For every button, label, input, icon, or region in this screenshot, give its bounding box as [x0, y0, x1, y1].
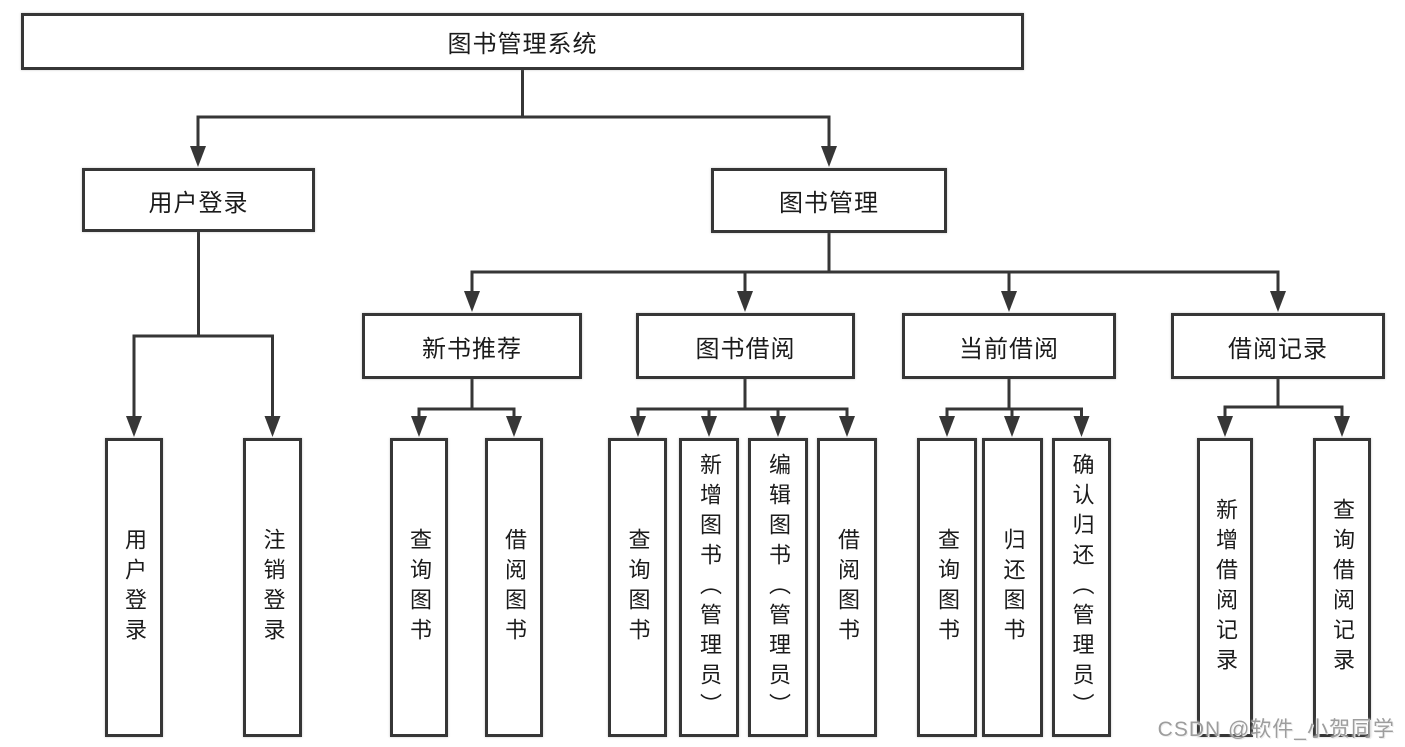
leaf-current-return-books: 归还图书 [982, 438, 1043, 737]
leaf-records-add-record: 新增借阅记录 [1197, 438, 1253, 737]
arrowhead [1004, 416, 1020, 437]
connector-new-book [417, 379, 516, 418]
arrowhead [821, 146, 837, 167]
leaf-borrowing-borrow-books: 借阅图书 [817, 438, 877, 737]
leaf-borrowing-query-books: 查询图书 [608, 438, 667, 737]
leaf-user-login: 用户登录 [105, 438, 163, 737]
connector-root [196, 70, 831, 148]
arrowhead [1001, 291, 1017, 312]
connector-borrow-records [1223, 379, 1344, 418]
arrowhead [190, 146, 206, 167]
connector-user-login [132, 232, 274, 418]
arrowhead [1334, 416, 1350, 437]
csdn-watermark: CSDN @软件_小贺同学 [1157, 718, 1395, 741]
arrowhead [630, 416, 646, 437]
arrowhead [770, 416, 786, 437]
leaf-logout: 注销登录 [243, 438, 302, 737]
connector-current-borrow [945, 379, 1083, 418]
node-current-borrowing: 当前借阅 [902, 313, 1116, 379]
arrowhead [126, 416, 142, 437]
node-user-login: 用户登录 [82, 168, 315, 232]
leaf-borrowing-add-books-admin: 新增图书（管理员） [679, 438, 739, 737]
leaf-borrowing-edit-books-admin: 编辑图书（管理员） [748, 438, 808, 737]
arrowhead [264, 416, 281, 437]
arrowhead [701, 416, 717, 437]
arrowhead [1217, 416, 1233, 437]
arrowhead [506, 416, 522, 437]
connector-book-management [470, 233, 1280, 293]
arrowhead [411, 416, 427, 437]
node-new-book-recommendation: 新书推荐 [362, 313, 582, 379]
leaf-current-query-books: 查询图书 [917, 438, 977, 737]
leaf-newbook-query-books: 查询图书 [390, 438, 448, 737]
node-book-management: 图书管理 [711, 168, 947, 233]
node-book-borrowing: 图书借阅 [636, 313, 855, 379]
arrowhead [939, 416, 955, 437]
leaf-current-confirm-return-admin: 确认归还（管理员） [1052, 438, 1111, 737]
arrowhead [737, 291, 753, 312]
arrowhead [839, 416, 855, 437]
connector-book-borrow [636, 379, 849, 418]
node-root-system: 图书管理系统 [21, 13, 1024, 70]
arrowhead [1270, 291, 1286, 312]
leaf-newbook-borrow-books: 借阅图书 [485, 438, 543, 737]
arrowhead [464, 291, 480, 312]
node-borrowing-records: 借阅记录 [1171, 313, 1385, 379]
arrowheads [126, 146, 1350, 437]
arrowhead [1073, 416, 1090, 437]
leaf-records-query-record: 查询借阅记录 [1313, 438, 1371, 737]
